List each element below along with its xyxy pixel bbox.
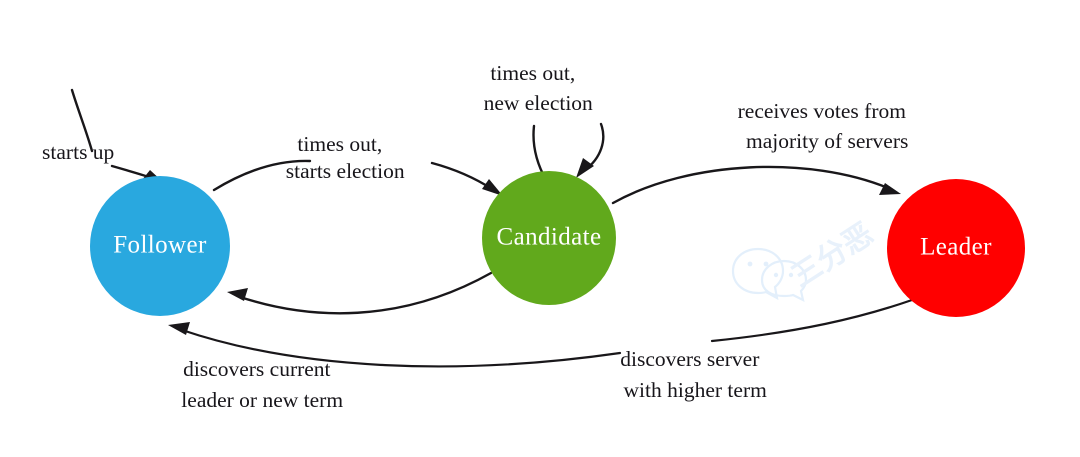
edge-label-line: new election	[484, 91, 593, 115]
edge-label-candidate-to-follower: discovers current leader or new term	[181, 357, 380, 412]
edge-label-follower-to-candidate: times out, starts election	[286, 132, 442, 183]
wechat-icon	[731, 247, 808, 303]
edge-label-line: times out,	[297, 132, 382, 156]
svg-text:discovers current lead: discovers current leader or new term	[181, 357, 380, 412]
svg-text:starts up: starts up	[42, 140, 152, 164]
edge-label-line: discovers server	[620, 347, 759, 371]
node-leader[interactable]: Leader	[887, 179, 1025, 317]
edge-label-candidate-to-leader: receives votes from majority of servers	[738, 99, 955, 153]
edge-candidate-to-follower	[227, 271, 493, 315]
follower-label: Follower	[113, 232, 207, 259]
node-candidate[interactable]: Candidate	[482, 171, 616, 305]
svg-text:times out, starts elec: times out, starts election	[286, 132, 442, 183]
edge-label-line: starts election	[286, 159, 405, 183]
edge-label-line: with higher term	[624, 378, 768, 402]
edge-start-to-follower	[70, 88, 163, 182]
edge-label-line: discovers current	[183, 357, 330, 381]
edge-candidate-to-leader	[611, 165, 901, 205]
svg-text:discovers server with: discovers server with higher term	[620, 347, 807, 402]
candidate-label: Candidate	[497, 224, 602, 251]
edge-label-line: times out,	[490, 61, 575, 85]
edge-label-line: starts up	[42, 140, 114, 164]
edge-label-line: receives votes from	[738, 99, 907, 123]
svg-text:times out, new electio: times out, new election	[484, 61, 631, 115]
edge-follower-to-candidate	[212, 159, 503, 196]
edge-label-leader-to-follower: discovers server with higher term	[620, 347, 807, 402]
node-follower[interactable]: Follower	[90, 176, 230, 316]
watermark: 三分恶	[731, 217, 879, 303]
leader-label: Leader	[920, 234, 992, 261]
svg-text:receives votes from ma: receives votes from majority of servers	[738, 99, 955, 153]
watermark-label: 三分恶	[786, 217, 879, 294]
edge-leader-to-follower	[168, 298, 914, 368]
edge-label-candidate-self-loop: times out, new election	[484, 61, 631, 115]
edge-label-line: majority of servers	[746, 129, 908, 153]
edge-label-line: leader or new term	[181, 388, 343, 412]
leader-circle[interactable]	[887, 179, 1025, 317]
follower-circle[interactable]	[90, 176, 230, 316]
candidate-circle[interactable]	[482, 171, 616, 305]
watermark-text: 三分恶	[786, 217, 879, 294]
edge-label-start-to-follower: starts up	[42, 140, 152, 164]
